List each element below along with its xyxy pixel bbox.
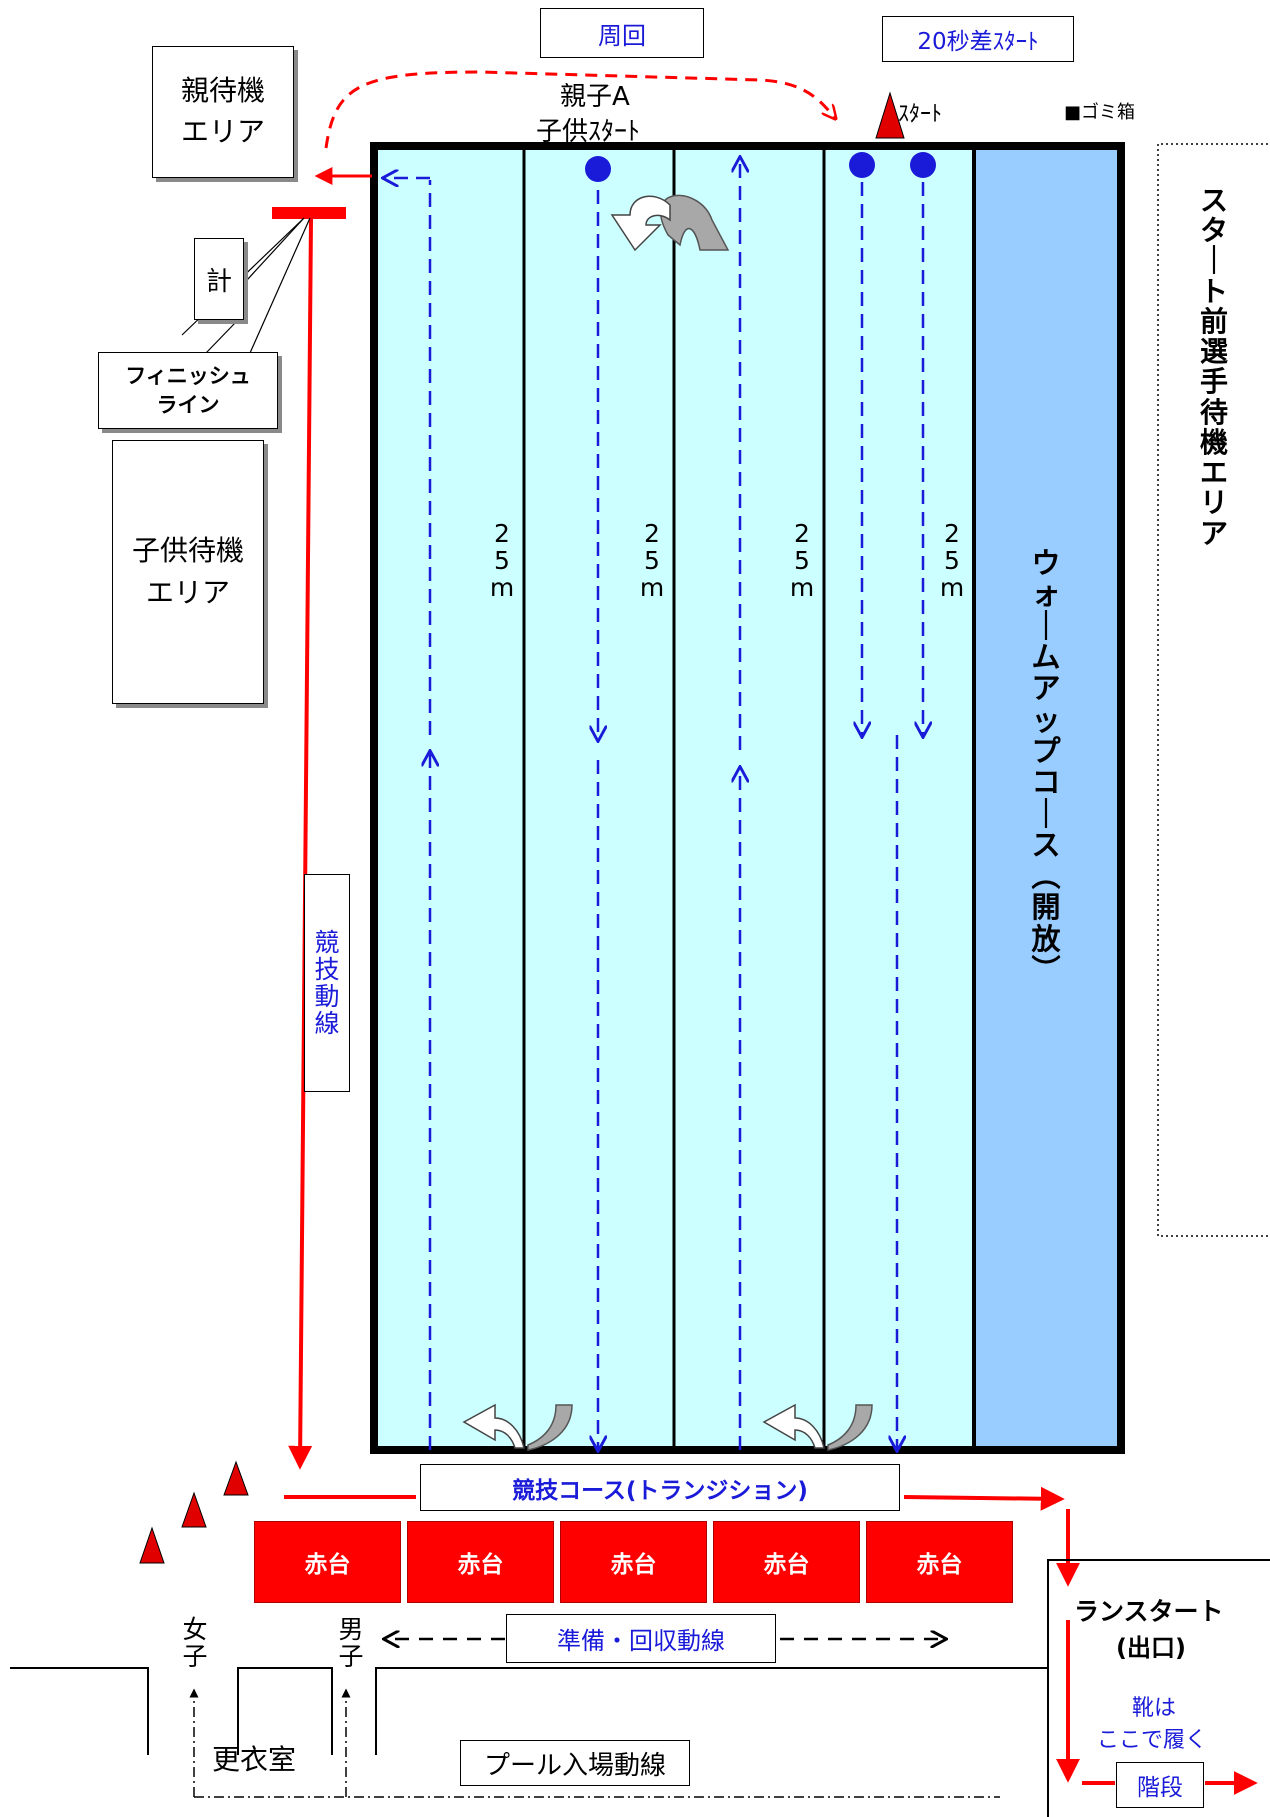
race-route-label: 競技動線 [304,874,350,1092]
child-wait-area: 子供待機 エリア [112,440,264,704]
red-stand-4: 赤台 [713,1521,860,1603]
boys-entrance-label: 男子 [338,1615,364,1671]
stairs-label: 階段 [1116,1762,1204,1808]
parent-wait-line-1: 親待機 [180,74,265,108]
pre-start-area-label: スタ｜ト前選手待機エリア [1199,184,1228,550]
turn-arrow-bottom-right [762,1403,873,1451]
finish-line-2: ライン [156,392,220,417]
start-label: ｽﾀｰﾄ [898,102,943,127]
finish-line-label: フィニッシュ ライン [98,352,278,429]
run-start-label: ランスタート [1074,1597,1224,1626]
child-wait-line-1: 子供待機 [131,534,244,567]
walls [10,1559,1270,1817]
parent-wait-line-2: エリア [180,115,265,148]
child-start-label: 子供ｽﾀｰﾄ [536,117,641,147]
turn-arrow-bottom-left [462,1403,573,1451]
girls-entrance-label: 女子 [182,1615,208,1671]
parent-wait-area: 親待機 エリア [152,46,294,178]
loop-label: 周回 [540,8,704,58]
parent-a-label: 親子A [560,82,630,112]
red-stand-5: 赤台 [866,1521,1013,1603]
timer-box: 計 [194,238,244,320]
swimmer-dot-start-1 [849,152,875,178]
finish-line-1: フィニッシュ [125,364,251,389]
red-stand-1: 赤台 [254,1521,401,1603]
run-start-exit-label: (出口) [1116,1634,1186,1662]
pool [370,142,1125,1454]
prep-route-label: 準備・回収動線 [506,1614,776,1663]
swim-routes [384,158,923,1450]
cones [139,91,905,1564]
transition-course-label: 競技コース(トランジション) [420,1464,900,1511]
red-stand-3: 赤台 [560,1521,707,1603]
warmup-course-label: ウォ｜ムアップコ｜ス︵開放︶ [1031,546,1061,988]
red-stand-2: 赤台 [407,1521,554,1603]
pool-entry-route [189,1688,1000,1798]
pre-start-area-border [1157,143,1268,1237]
child-wait-line-2: エリア [145,576,230,609]
changing-room-label: 更衣室 [212,1743,297,1776]
pool-entry-route-label: プール入場動線 [460,1740,690,1786]
race-route-text: 競技動線 [314,928,340,1038]
swimmer-dot-start-2 [910,152,936,178]
turn-arrow-top [610,194,730,252]
shoes-note-1: 靴は [1132,1696,1177,1721]
stagger-start-label: 20秒差ｽﾀｰﾄ [882,16,1074,62]
red-routes [272,70,1258,1795]
swimmer-dot-parent-a [585,156,611,182]
shoes-note-2: ここで履く [1097,1728,1208,1753]
trash-label: ■ゴミ箱 [1064,102,1136,123]
